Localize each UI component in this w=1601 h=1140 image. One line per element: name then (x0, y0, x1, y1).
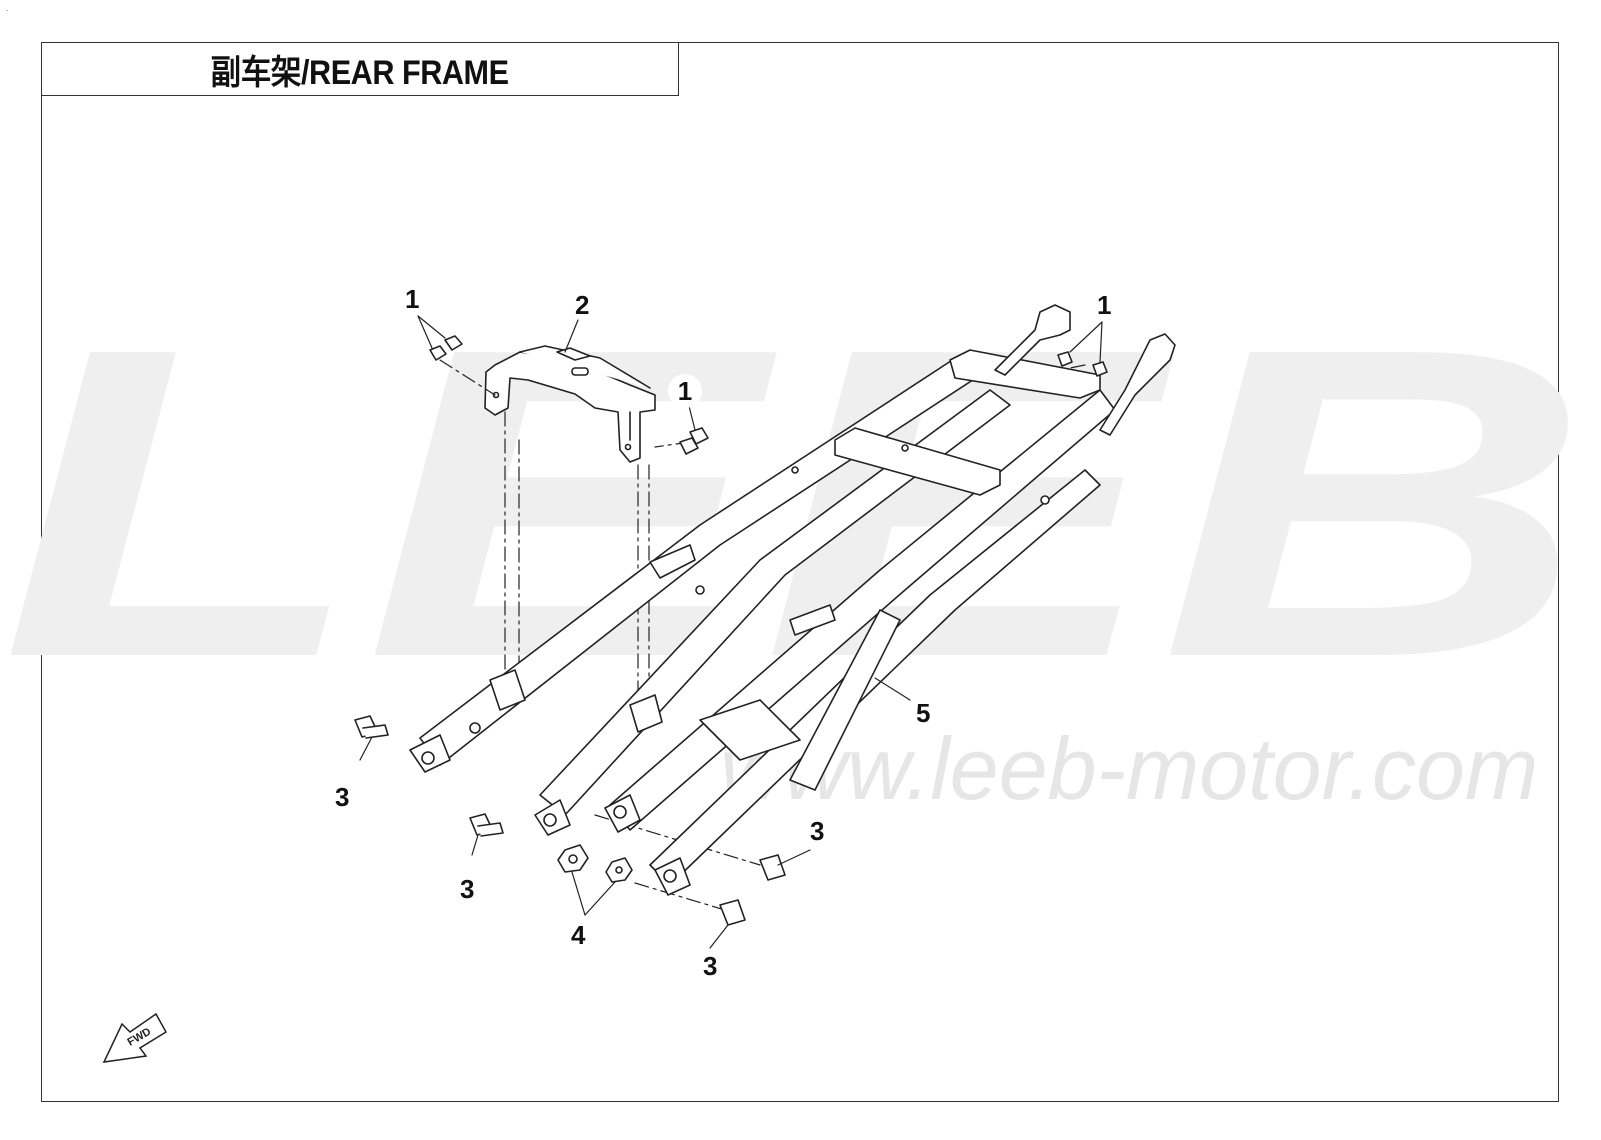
diagram-border (41, 42, 1559, 1102)
callout-4: 4 (571, 920, 586, 950)
rear-frame-part-5 (409, 304, 1176, 896)
corner-mark: . (6, 4, 9, 13)
bolts-part-1 (429, 335, 1108, 455)
nuts-part-4 (557, 844, 633, 883)
page-title: 副车架/REAR FRAME (210, 53, 509, 92)
callout-3-right: 3 (810, 816, 825, 846)
watermark-url: www.leeb-motor.com (720, 719, 1539, 818)
callout-3-left: 3 (335, 782, 350, 812)
callout-3-middle: 3 (460, 874, 475, 904)
forward-arrow-icon: FWD (102, 1012, 168, 1063)
title-box: 副车架/REAR FRAME (41, 42, 679, 96)
callout-1-right: 1 (1097, 290, 1112, 320)
callout-5: 5 (916, 698, 931, 728)
callout-3-bottom: 3 (703, 951, 718, 981)
bracket-part-2 (484, 345, 656, 463)
callout-1-left: 1 (405, 284, 420, 314)
alignment-lines (439, 359, 1086, 911)
callout-2: 2 (575, 290, 590, 320)
screws-part-3 (354, 715, 786, 926)
callout-1-circled: 1 (668, 374, 702, 408)
